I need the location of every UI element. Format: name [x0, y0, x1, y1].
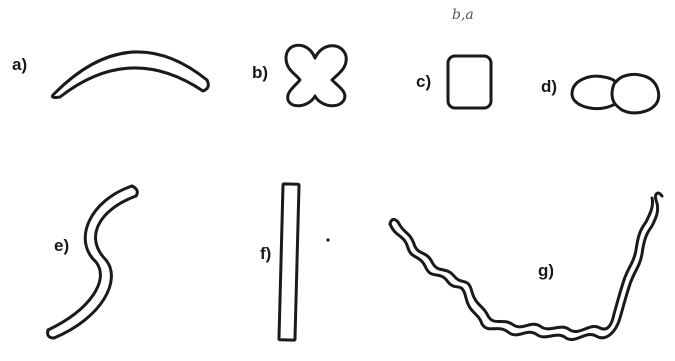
label-e: e): [54, 236, 70, 255]
shape-a-curved-rod: [50, 50, 210, 99]
handwritten-note: b,a: [452, 7, 474, 23]
label-d: d): [541, 77, 558, 96]
shape-g-spirochete-inner: [396, 196, 654, 333]
shape-d-division-line: [610, 80, 617, 106]
shape-c-square-cell: [446, 54, 493, 110]
shape-e-end-cap-top: [130, 184, 139, 198]
label-f: f): [260, 244, 272, 263]
shape-g-spirochete-outer: [388, 191, 664, 341]
label-b: b): [252, 63, 269, 82]
shape-e-spirillum-inner: [52, 194, 138, 340]
shape-g-end-cap-left: [388, 217, 400, 226]
shape-e-spirillum-outer: [46, 184, 134, 332]
label-g: g): [538, 261, 555, 280]
label-c: c): [416, 72, 432, 91]
label-a: a): [12, 55, 28, 74]
shape-b-butterfly-cell: [284, 43, 348, 108]
shape-f-straight-rod: [277, 182, 301, 342]
shape-d-diplococcus: [570, 72, 661, 115]
stray-dot: [326, 238, 330, 242]
shape-e-end-cap-bottom: [46, 328, 56, 340]
